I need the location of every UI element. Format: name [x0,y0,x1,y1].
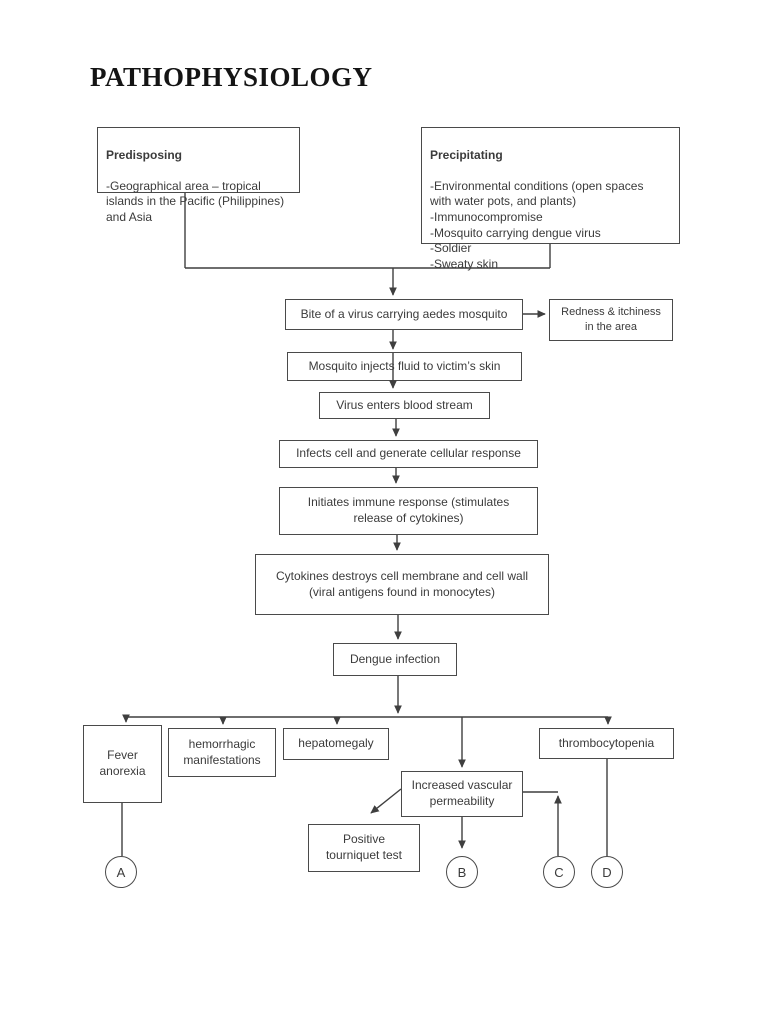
page-title: PATHOPHYSIOLOGY [90,62,373,92]
node-hepatomegaly: hepatomegaly [283,728,389,760]
node-dengue-infection: Dengue infection [333,643,457,676]
predisposing-heading: Predisposing [106,147,183,162]
node-positive-tourniquet-test: Positive tourniquet test [308,824,420,872]
node-hemorrhagic: hemorrhagic manifestations [168,728,276,777]
node-virus-blood-stream: Virus enters blood stream [319,392,490,419]
node-bite: Bite of a virus carrying aedes mosquito [285,299,523,330]
endpoint-circle-a: A [105,856,137,888]
arrow-vascular-to-tourniquet [370,788,402,814]
node-immune-response: Initiates immune response (stimulates re… [279,487,538,535]
precipitating-body: -Environmental conditions (open spaces w… [430,178,644,271]
precipitating-box: Precipitating -Environmental conditions … [421,127,680,271]
node-thrombocytopenia: thrombocytopenia [539,728,674,759]
node-redness-itchiness: Redness & itchiness in the area [549,299,673,341]
precipitating-heading: Precipitating [430,147,503,162]
endpoint-circle-d: D [591,856,623,888]
node-infects-cell: Infects cell and generate cellular respo… [279,440,538,468]
node-increased-vascular-permeability: Increased vascular permeability [401,771,523,817]
node-mosquito-injects: Mosquito injects fluid to victim’s skin [287,352,522,381]
node-cytokines: Cytokines destroys cell membrane and cel… [255,554,549,615]
node-fever-anorexia: Fever anorexia [83,725,162,803]
predisposing-box: Predisposing -Geographical area – tropic… [97,127,300,224]
predisposing-body: -Geographical area – tropical islands in… [106,178,285,224]
endpoint-circle-b: B [446,856,478,888]
endpoint-circle-c: C [543,856,575,888]
